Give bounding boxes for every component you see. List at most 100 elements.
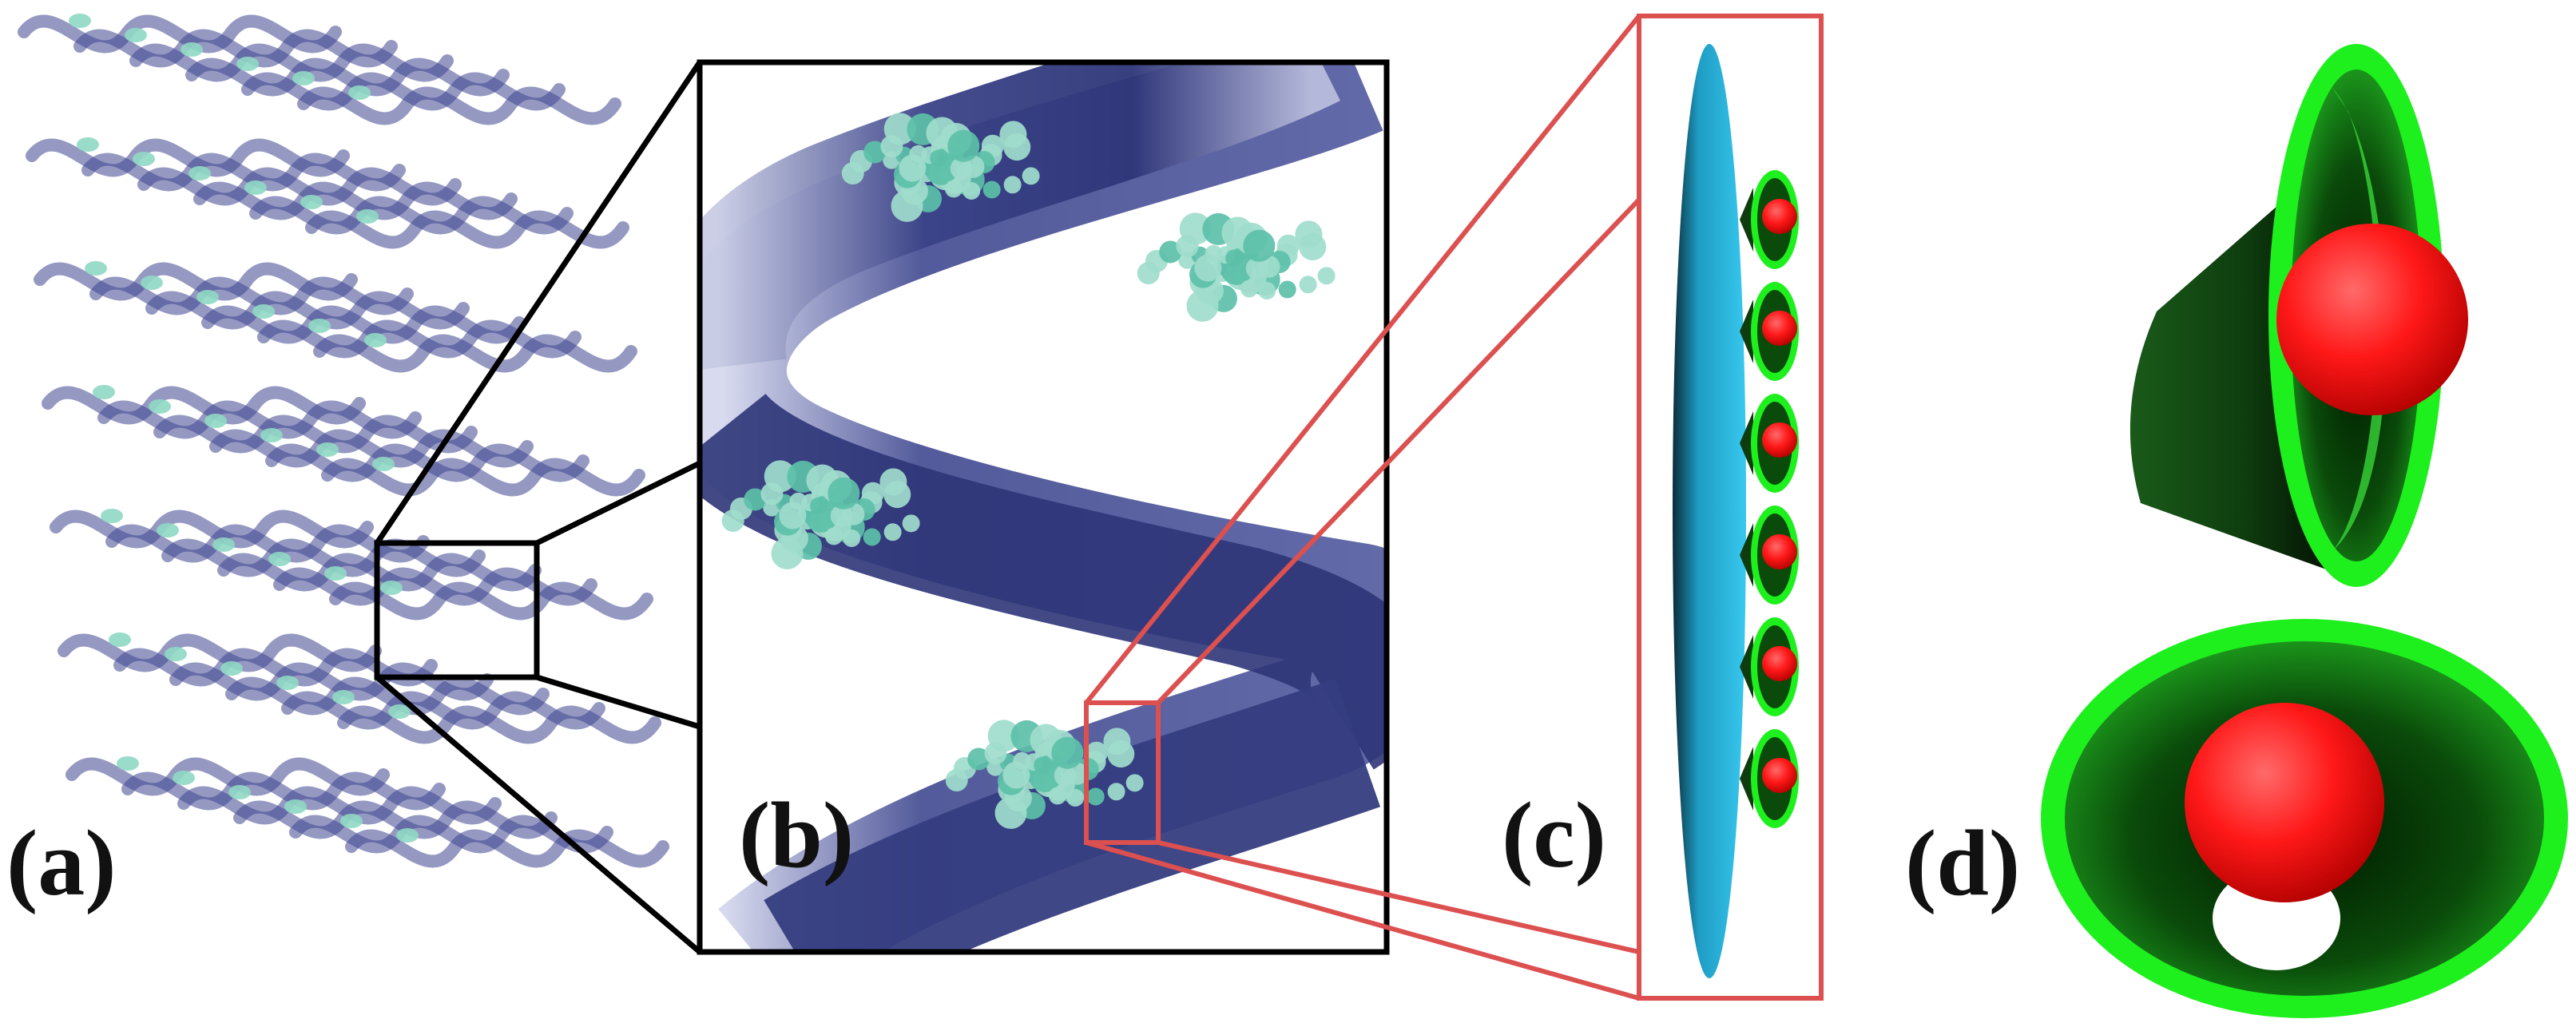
zoom-connector-b-c xyxy=(1084,14,1641,1001)
protein-bead xyxy=(843,529,861,547)
helix-ribbon xyxy=(281,691,605,730)
protein-bead xyxy=(880,135,903,158)
helix-ribbon xyxy=(329,581,653,621)
protein-bead xyxy=(967,747,990,771)
particle-cone-body xyxy=(1740,188,1753,252)
particle-cone-body xyxy=(1740,411,1753,475)
helix-ribbon xyxy=(105,524,430,563)
particle-cone-body xyxy=(1740,747,1753,811)
helix-ribbon xyxy=(257,319,581,359)
protein-speck xyxy=(117,756,139,771)
protein-bead xyxy=(1240,280,1258,298)
helix-ribbon xyxy=(313,334,637,373)
protein-bead xyxy=(1245,256,1268,280)
helix-ribbon xyxy=(337,705,661,744)
panel-label-b: (b) xyxy=(739,783,854,887)
panel-b-frame xyxy=(697,59,1390,955)
helix-ribbon xyxy=(97,400,422,439)
helix-ribbon xyxy=(249,196,574,235)
protein-bead xyxy=(1003,176,1022,194)
helix-ribbon xyxy=(225,676,550,716)
protein-bead xyxy=(863,141,887,164)
protein-bead xyxy=(982,180,1001,199)
protein-speck xyxy=(93,385,115,399)
protein-speck xyxy=(173,771,195,785)
protein-speck xyxy=(125,28,147,42)
helix-ribbon xyxy=(177,786,502,825)
protein-bead xyxy=(984,742,1007,765)
panel-a-helix-array xyxy=(18,14,669,868)
helix-ribbon xyxy=(65,757,390,796)
protein-bead xyxy=(1054,763,1077,787)
protein-bead xyxy=(824,527,843,545)
helix-ribbon xyxy=(209,429,534,468)
protein-bead xyxy=(1317,267,1336,285)
helix-ribbon xyxy=(137,167,462,206)
protein-bead xyxy=(1048,787,1066,805)
protein-speck xyxy=(364,333,387,347)
helix-ribbon xyxy=(89,276,414,315)
protein-speck xyxy=(300,195,323,209)
particle-column xyxy=(1740,170,1799,828)
protein-bead xyxy=(1243,229,1276,262)
helix-ribbon xyxy=(129,43,454,82)
helix-ribbon xyxy=(18,14,342,54)
protein-speck xyxy=(252,304,275,319)
particle-cone-body xyxy=(1740,523,1753,587)
protein-bead xyxy=(930,149,948,168)
particle-sphere xyxy=(1762,534,1797,569)
helix-ribbon xyxy=(345,829,669,868)
protein-bead xyxy=(883,523,902,541)
helix-ribbon xyxy=(73,29,398,68)
protein-bead xyxy=(1186,289,1219,322)
zoom-connector-a-b xyxy=(374,61,702,954)
protein-bead xyxy=(744,488,767,511)
zoom-box-a xyxy=(374,540,540,680)
protein-bead xyxy=(950,157,973,180)
protein-speck xyxy=(109,632,131,647)
protein-bead xyxy=(828,477,860,510)
protein-speck xyxy=(244,180,267,195)
protein-bead xyxy=(1225,249,1244,268)
protein-bead xyxy=(1194,254,1222,282)
cone-sphere-particle-front-icon xyxy=(2041,619,2568,1018)
helix-ribbon xyxy=(153,414,478,454)
protein-bead xyxy=(830,504,853,527)
protein-speck xyxy=(133,152,155,166)
panel-label-c: (c) xyxy=(1502,783,1606,887)
protein-bead xyxy=(1299,233,1327,261)
protein-bead xyxy=(1051,736,1084,769)
protein-speck xyxy=(324,566,347,581)
cone-sphere-particle-icon xyxy=(2129,44,2468,587)
protein-speck xyxy=(308,319,331,333)
particle-sphere xyxy=(1762,199,1797,234)
helix-ribbon xyxy=(193,181,518,220)
helix-ribbon xyxy=(161,538,486,577)
protein-speck xyxy=(340,814,363,828)
protein-bead xyxy=(891,189,923,222)
helix-ribbon xyxy=(289,815,613,854)
protein-speck xyxy=(388,704,411,719)
protein-bead xyxy=(902,514,920,533)
helix-ribbon xyxy=(201,305,526,344)
protein-bead xyxy=(1278,280,1296,299)
protein-speck xyxy=(212,537,235,552)
zoom-box-b xyxy=(1084,700,1161,845)
protein-speck xyxy=(356,209,379,224)
protein-speck xyxy=(332,690,355,704)
protein-speck xyxy=(149,399,171,414)
helix-ribbon xyxy=(121,771,446,811)
helix-ribbon xyxy=(34,262,358,301)
protein-bead xyxy=(883,481,911,509)
helix-ribbon xyxy=(185,57,510,97)
protein-speck xyxy=(196,290,219,304)
protein-bead xyxy=(1034,756,1052,775)
protein-bead xyxy=(963,181,981,200)
helix-ribbon xyxy=(169,662,494,701)
protein-bead xyxy=(1086,787,1105,806)
helix-array-icon xyxy=(18,14,669,868)
helix-ribbon xyxy=(42,386,366,425)
helix-ribbon xyxy=(305,210,629,249)
protein-speck xyxy=(284,799,307,814)
protein-speck xyxy=(380,581,403,595)
